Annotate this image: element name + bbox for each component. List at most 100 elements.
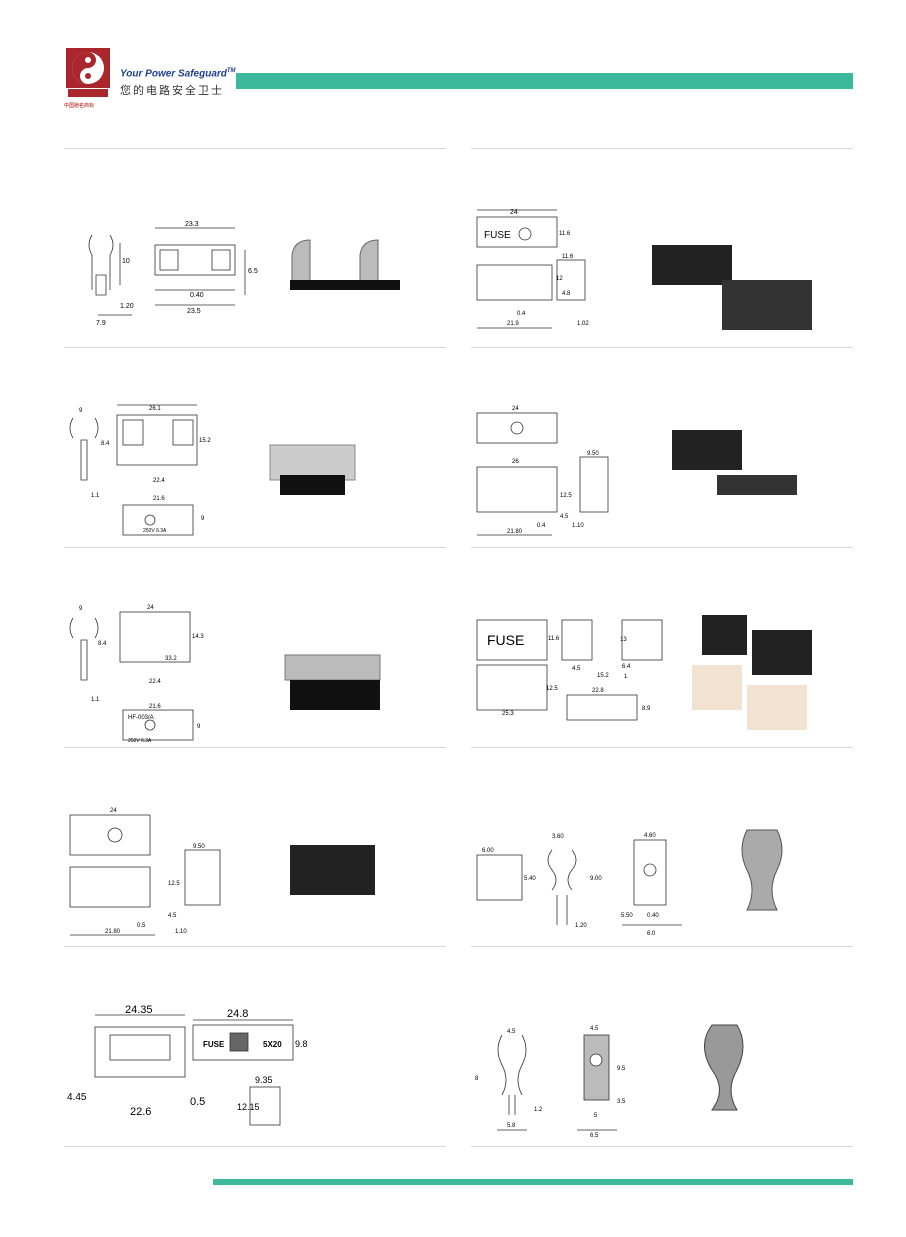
dim-label: 8.9 bbox=[642, 706, 651, 712]
dim-label: 9.00 bbox=[590, 876, 602, 882]
logo-subtitle: 中国驰名商标 bbox=[64, 103, 95, 109]
dim-label: 4.60 bbox=[644, 833, 656, 839]
product-8-photo bbox=[741, 829, 783, 911]
dim-label: 26 bbox=[512, 459, 519, 465]
product-7-photo bbox=[290, 845, 375, 895]
dim-label: 0.4 bbox=[517, 311, 526, 317]
dim-label: 1.1 bbox=[91, 697, 100, 703]
dim-label: 11.6 bbox=[562, 254, 574, 260]
dim-label: 24 bbox=[510, 209, 518, 216]
model-marking: HF-003/A bbox=[128, 715, 154, 721]
dim-label: 9.50 bbox=[193, 844, 205, 850]
divider bbox=[64, 747, 446, 748]
dim-label: 6.4 bbox=[622, 664, 631, 670]
dim-label: 14.3 bbox=[192, 634, 204, 640]
product-5-drawing: 9 24 14.3 8.4 33.2 22.4 1.1 21.6 9 HF-00… bbox=[69, 605, 381, 744]
dim-label: 23.3 bbox=[185, 221, 199, 228]
dim-label: 4.5 bbox=[590, 1026, 599, 1032]
dim-label: 1.20 bbox=[120, 303, 134, 310]
dim-label: 24 bbox=[512, 406, 519, 412]
product-3-photo bbox=[269, 444, 356, 495]
rating-marking: 250V 6.3A bbox=[143, 528, 167, 534]
dim-label: 6.5 bbox=[248, 268, 258, 275]
dim-label: 4.5 bbox=[572, 666, 581, 672]
dim-label: 24 bbox=[110, 808, 117, 814]
dim-label: 24.35 bbox=[125, 1005, 153, 1016]
divider bbox=[64, 946, 446, 947]
dim-label: 21.6 bbox=[149, 704, 161, 710]
dim-label: 21.80 bbox=[507, 529, 523, 535]
dim-label: 5 bbox=[594, 1113, 598, 1119]
divider bbox=[471, 946, 853, 947]
divider bbox=[471, 747, 853, 748]
product-5-photo bbox=[284, 654, 381, 710]
dim-label: 26.1 bbox=[149, 406, 161, 412]
product-6-drawing: FUSE 11.6 13 12.5 4.5 15.2 6.4 1 25.3 22… bbox=[476, 615, 812, 730]
dim-label: 12.5 bbox=[560, 493, 572, 499]
dim-label: 22.8 bbox=[592, 688, 604, 694]
dim-label: 8.4 bbox=[101, 441, 110, 447]
dim-label: 9 bbox=[201, 516, 205, 522]
dim-label: 15.2 bbox=[597, 673, 609, 679]
product-10-drawing: 4.5 4.5 8 9.5 1.2 3.5 5.8 5 6.5 bbox=[475, 1024, 744, 1139]
dim-label: 0.4 bbox=[537, 523, 546, 529]
dim-label: 11.6 bbox=[548, 636, 560, 642]
dim-label: 9 bbox=[79, 408, 83, 414]
fuse-label: FUSE bbox=[484, 230, 511, 241]
divider bbox=[471, 1146, 853, 1147]
brand-tagline-cn: 您的电路安全卫士 bbox=[120, 85, 224, 97]
dim-label: 8.4 bbox=[98, 641, 107, 647]
dim-label: 4.8 bbox=[562, 291, 571, 297]
dim-label: 33.2 bbox=[165, 656, 177, 662]
dim-label: 0.5 bbox=[190, 1096, 205, 1108]
product-4-photo bbox=[672, 430, 797, 495]
dim-label: 1.02 bbox=[577, 321, 589, 327]
dim-label: 9.50 bbox=[587, 451, 599, 457]
header-accent-bar bbox=[236, 73, 853, 89]
product-2-photo bbox=[652, 245, 812, 330]
dim-label: 9 bbox=[79, 606, 83, 612]
product-3-drawing: 9 26.1 15.2 8.4 22.4 1.1 21.6 9 250V 6.3… bbox=[69, 404, 356, 536]
divider bbox=[471, 347, 853, 348]
dim-label: 22.6 bbox=[130, 1106, 151, 1118]
dim-label: 1.2 bbox=[534, 1107, 543, 1113]
dim-label: 5.40 bbox=[524, 876, 536, 882]
dim-label: 1.20 bbox=[575, 923, 587, 929]
product-1-photo bbox=[290, 239, 400, 290]
size-label: 5X20 bbox=[263, 1040, 282, 1049]
dim-label: 0.40 bbox=[647, 913, 659, 919]
rating-marking: 250V 6.3A bbox=[128, 738, 152, 744]
dim-label: 22.4 bbox=[153, 478, 165, 484]
brand-tagline-en: Your Power SafeguardTM bbox=[120, 68, 236, 80]
product-2-drawing: 24 FUSE 11.6 11.6 12 4.8 0.4 21.9 1.02 bbox=[476, 209, 812, 330]
dim-label: 5.8 bbox=[507, 1123, 516, 1129]
dim-label: 4.5 bbox=[168, 913, 177, 919]
footer-accent-bar bbox=[213, 1179, 853, 1185]
dim-label: 3.5 bbox=[617, 1099, 626, 1105]
dim-label: 12.15 bbox=[237, 1102, 260, 1112]
product-6-photo bbox=[692, 615, 812, 730]
dim-label: 6.00 bbox=[482, 848, 494, 854]
dim-label: 24 bbox=[147, 605, 154, 611]
divider bbox=[64, 148, 446, 149]
dim-label: 21.9 bbox=[507, 321, 519, 327]
product-10-photo bbox=[704, 1024, 744, 1111]
dim-label: 7.9 bbox=[96, 320, 106, 327]
divider bbox=[471, 547, 853, 548]
dim-label: 12.5 bbox=[546, 686, 558, 692]
divider bbox=[64, 347, 446, 348]
dim-label: 15.2 bbox=[199, 438, 211, 444]
dim-label: 5.50 bbox=[621, 913, 633, 919]
dim-label: 21.80 bbox=[105, 929, 121, 935]
product-7-drawing: 24 9.50 12.5 4.5 0.5 21.80 1.10 bbox=[69, 808, 375, 936]
dim-label: 1.10 bbox=[572, 523, 584, 529]
dim-label: 11.6 bbox=[559, 231, 571, 237]
dim-label: 0.40 bbox=[190, 292, 204, 299]
dim-label: 13 bbox=[620, 637, 627, 643]
product-4-drawing: 24 9.50 26 12.5 4.5 0.4 21.80 1.10 bbox=[476, 406, 797, 536]
dim-label: 9 bbox=[197, 724, 201, 730]
fuse-label: FUSE bbox=[203, 1040, 225, 1049]
dim-label: 9.5 bbox=[617, 1066, 626, 1072]
dim-label: 4.5 bbox=[560, 514, 569, 520]
product-9-drawing: 24.35 4.45 22.6 0.5 24.8 9.8 9.35 12.15 … bbox=[67, 1005, 308, 1126]
